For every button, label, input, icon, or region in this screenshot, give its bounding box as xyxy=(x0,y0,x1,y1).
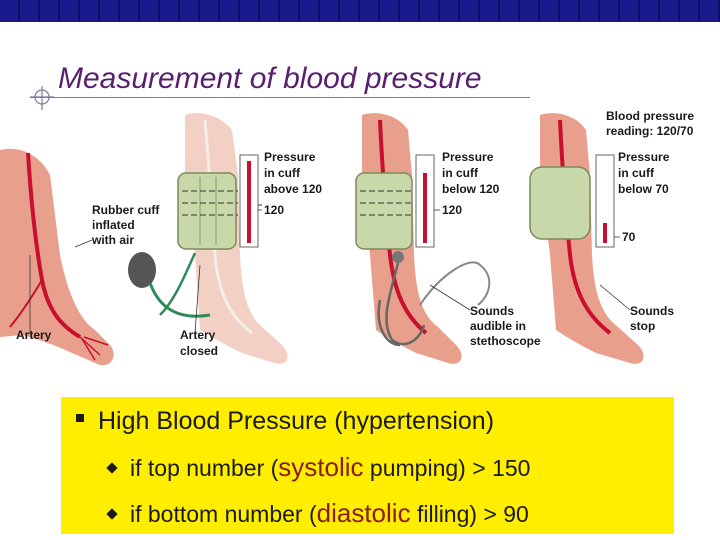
sub-bullet-diastolic: if bottom number (diastolic filling) > 9… xyxy=(106,498,529,529)
p2-value: 120 xyxy=(442,203,462,217)
manometer-3 xyxy=(595,154,615,248)
stop-line2: stop xyxy=(630,319,655,333)
sub2-pre: if bottom number ( xyxy=(130,501,317,527)
sub1-pre: if top number ( xyxy=(130,455,279,481)
arm-2 xyxy=(177,113,288,364)
p1-line3: above 120 xyxy=(264,182,322,196)
p3-value: 70 xyxy=(622,230,636,244)
cuff-label-line2: inflated xyxy=(92,218,135,232)
manometer-1 xyxy=(239,154,262,248)
sub2-highlight: diastolic xyxy=(316,498,411,528)
artery-closed-line2: closed xyxy=(180,344,218,358)
inflation-bulb xyxy=(128,252,211,318)
cuff-label-line1: Rubber cuff xyxy=(92,203,160,217)
artery-closed-line1: Artery xyxy=(180,328,216,342)
sub2-post: filling) > 90 xyxy=(410,501,529,527)
p1-line1: Pressure xyxy=(264,150,316,164)
p3-line2: in cuff xyxy=(618,166,655,180)
cuff-1 xyxy=(177,172,237,250)
p1-line2: in cuff xyxy=(264,166,301,180)
top-decorative-band xyxy=(0,0,720,22)
main-bullet: High Blood Pressure (hypertension) xyxy=(76,407,494,436)
audible-line3: stethoscope xyxy=(470,334,541,348)
p2-line2: in cuff xyxy=(442,166,479,180)
stethoscope xyxy=(377,251,491,347)
sub-bullet-systolic: if top number (systolic pumping) > 150 xyxy=(106,452,531,483)
p3-line3: below 70 xyxy=(618,182,669,196)
slide-title: Measurement of blood pressure xyxy=(58,62,482,95)
sub1-highlight: systolic xyxy=(278,452,364,482)
audible-line1: Sounds xyxy=(470,304,514,318)
square-bullet-icon xyxy=(76,414,84,422)
main-bullet-text: High Blood Pressure (hypertension) xyxy=(98,407,495,435)
p2-line3: below 120 xyxy=(442,182,500,196)
arm-1 xyxy=(0,148,114,366)
diamond-bullet-icon xyxy=(106,508,118,520)
p3-line1: Pressure xyxy=(618,150,670,164)
p1-value: 120 xyxy=(264,203,284,217)
sub1-post: pumping) > 150 xyxy=(363,455,531,481)
title-underline xyxy=(30,97,530,98)
arm-3 xyxy=(355,113,462,364)
reading-label-line1: Blood pressure xyxy=(606,109,694,123)
arm-4 xyxy=(529,113,644,364)
cuff-3 xyxy=(529,166,591,240)
cuff-2 xyxy=(355,172,413,250)
audible-line2: audible in xyxy=(470,319,526,333)
artery-label: Artery xyxy=(16,328,52,342)
blood-pressure-figure: Blood pressure reading: 120/70 Pressure … xyxy=(0,109,694,366)
reading-label-line2: reading: 120/70 xyxy=(606,124,694,138)
cuff-label-line3: with air xyxy=(91,233,134,247)
p2-line1: Pressure xyxy=(442,150,494,164)
diamond-bullet-icon xyxy=(106,462,118,474)
bullet-highlight-box xyxy=(61,397,674,534)
stop-line1: Sounds xyxy=(630,304,674,318)
